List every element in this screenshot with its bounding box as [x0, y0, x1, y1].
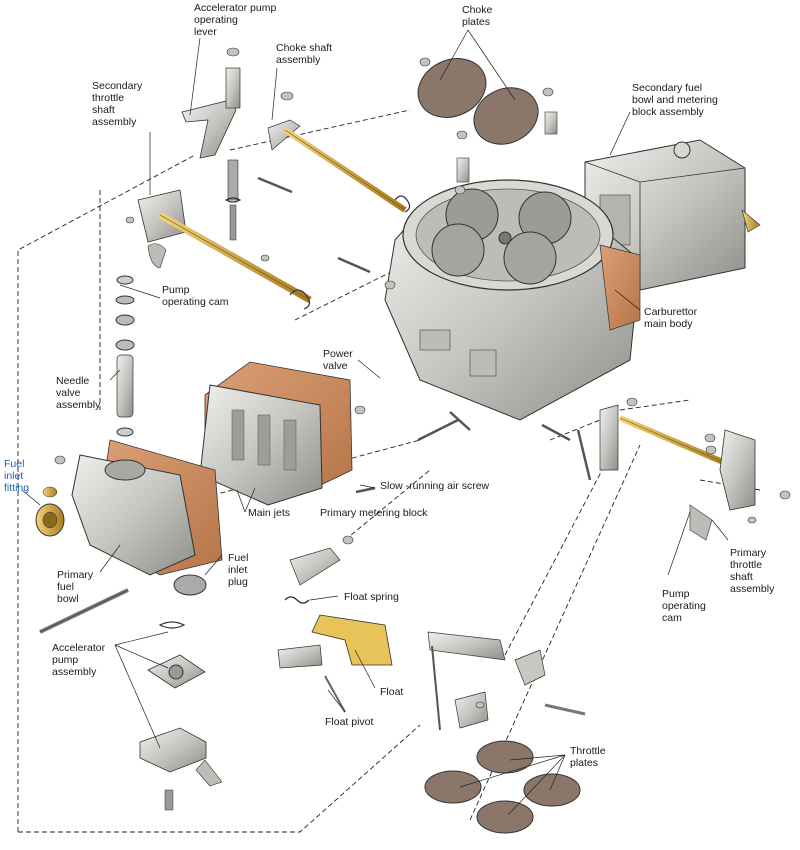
primary-fuel-bowl-part [71, 439, 223, 596]
label-float-pivot: Float pivot [325, 716, 374, 728]
label-fuel-inlet-plug: Fuel inlet plug [228, 552, 249, 588]
carburettor-main-body-part [384, 179, 641, 421]
label-power-valve: Power valve [323, 348, 353, 372]
float-part [277, 547, 393, 713]
label-secondary-throttle-shaft-assembly: Secondary throttle shaft assembly [92, 80, 143, 128]
needle-valve-part [115, 275, 135, 437]
primary-throttle-shaft-part [599, 404, 756, 541]
label-main-jets: Main jets [248, 507, 291, 519]
bowl-bolt-part [39, 588, 129, 634]
fuel-inlet-fitting-part [35, 486, 65, 537]
primary-metering-block-part [199, 361, 353, 506]
misc-screws-part [54, 47, 791, 709]
label-choke-plates: Choke plates [462, 4, 493, 28]
label-pump-operating-cam-top: Pump operating cam [162, 284, 229, 308]
label-carburettor-main-body: Carburettor main body [644, 306, 698, 330]
accelerator-pump-part [139, 621, 223, 811]
throttle-plates-part [424, 740, 581, 834]
leader-lines [21, 29, 729, 816]
accelerator-pump-lever-part [181, 67, 242, 241]
misc-bolts-part [257, 176, 592, 494]
secondary-throttle-shaft-part [137, 189, 312, 310]
label-float: Float [380, 686, 404, 698]
label-slow-running-air-screw: Slow -running air screw [380, 480, 490, 492]
label-accelerator-pump-assembly: Accelerator pump assembly [52, 642, 106, 678]
label-needle-valve-assembly: Needle valve assembly [56, 375, 101, 411]
choke-shaft-part [267, 119, 411, 213]
choke-plates-part [417, 58, 558, 183]
label-secondary-fuel-bowl: Secondary fuel bowl and metering block a… [632, 82, 718, 118]
label-fuel-inlet-fitting: Fuel inlet fitting [4, 458, 30, 494]
label-primary-throttle-shaft-assembly: Primary throttle shaft assembly [730, 547, 775, 595]
throttle-linkage-part [427, 631, 586, 731]
label-float-spring: Float spring [344, 591, 399, 603]
label-pump-operating-cam-bottom: Pump operating cam [662, 588, 706, 624]
label-primary-fuel-bowl: Primary fuel bowl [57, 569, 94, 605]
label-accelerator-pump-operating-lever: Accelerator pump operating lever [194, 2, 277, 38]
label-primary-metering-block: Primary metering block [320, 507, 428, 519]
label-throttle-plates: Throttle plates [570, 745, 606, 769]
label-choke-shaft-assembly: Choke shaft assembly [276, 42, 333, 66]
